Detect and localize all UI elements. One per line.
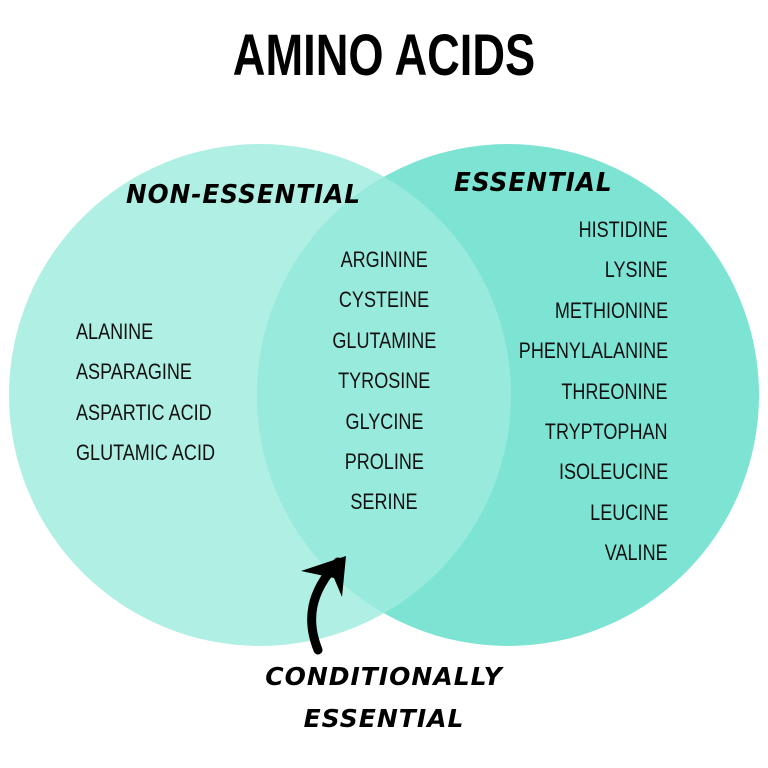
list-item: GLUTAMIC ACID: [76, 440, 216, 466]
list-item: VALINE: [605, 540, 668, 566]
non-essential-list: ALANINE ASPARAGINE ASPARTIC ACID GLUTAMI…: [76, 312, 246, 474]
list-item: CYSTEINE: [338, 287, 430, 313]
list-item: THREONINE: [561, 378, 668, 404]
list-item: ISOLEUCINE: [558, 459, 668, 485]
essential-label: ESSENTIAL: [454, 168, 613, 198]
conditionally-essential-list: ARGININE CYSTEINE GLUTAMINE TYROSINE GLY…: [300, 240, 468, 523]
list-item: ARGININE: [340, 247, 428, 272]
list-item: GLUTAMINE: [332, 327, 436, 353]
list-item: GLYCINE: [345, 408, 423, 434]
list-item: LEUCINE: [589, 499, 668, 525]
list-item: LYSINE: [605, 257, 668, 283]
conditionally-essential-label-line1: CONDITIONALLY: [265, 662, 503, 691]
list-item: TRYPTOPHAN: [545, 418, 668, 444]
non-essential-label: NON-ESSENTIAL: [126, 180, 361, 210]
list-item: ASPARAGINE: [76, 359, 192, 385]
list-item: HISTIDINE: [578, 217, 668, 242]
list-item: METHIONINE: [554, 297, 668, 323]
overlap-region: [257, 144, 511, 646]
curved-arrow-icon: [301, 556, 346, 655]
list-item: ASPARTIC ACID: [76, 399, 212, 425]
conditionally-essential-label-line2: ESSENTIAL: [303, 704, 465, 733]
list-item: PHENYLALANINE: [518, 338, 668, 364]
page-title: AMINO ACIDS: [232, 23, 536, 88]
list-item: PROLINE: [344, 448, 424, 474]
essential-list: HISTIDINE LYSINE METHIONINE PHENYLALANIN…: [470, 210, 668, 574]
list-item: SERINE: [350, 489, 418, 515]
list-item: TYROSINE: [337, 368, 431, 394]
list-item: ALANINE: [76, 319, 154, 344]
